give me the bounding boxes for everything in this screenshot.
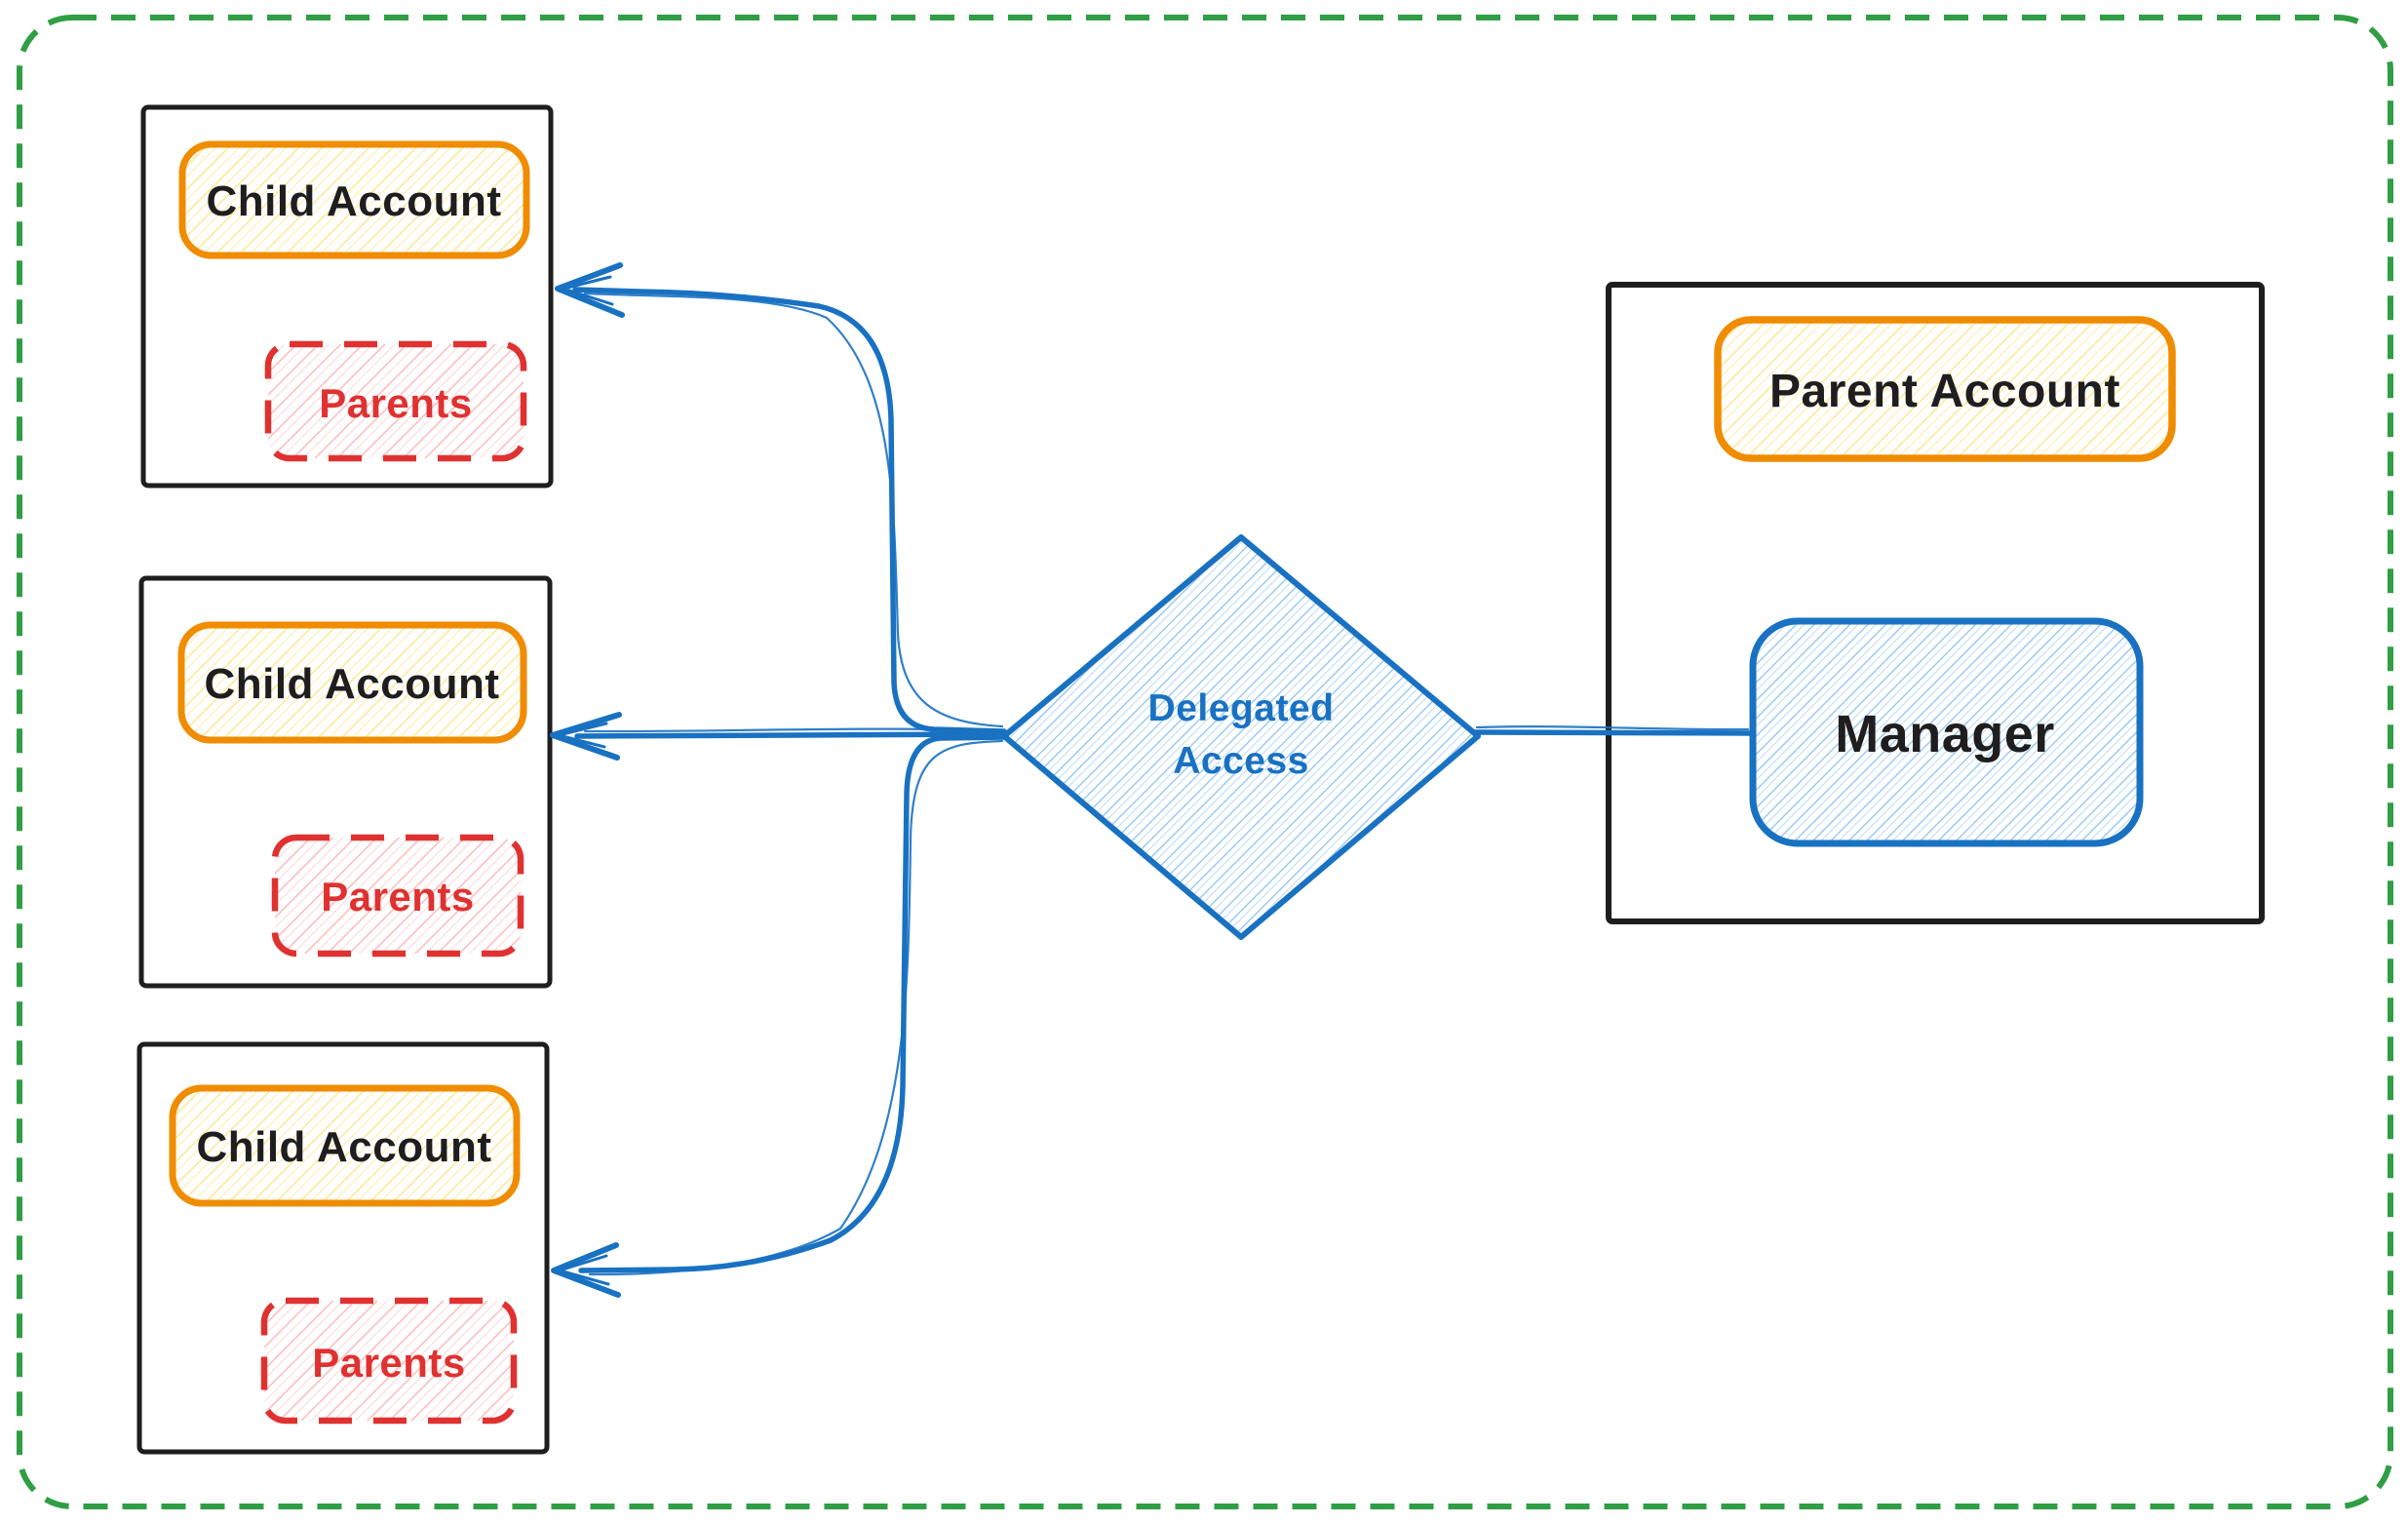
arrow-to-child-3 bbox=[578, 734, 1007, 1273]
parent-account-label: Parent Account bbox=[1769, 366, 2120, 417]
delegated-access-diamond bbox=[1001, 534, 1481, 940]
parent-account-group: Parent Account Manager bbox=[1606, 282, 2265, 924]
arrowhead-child-3-inner bbox=[558, 1254, 610, 1286]
canvas-border bbox=[17, 15, 2393, 1509]
arrowhead-child-3 bbox=[551, 1242, 621, 1298]
parents-box-3 bbox=[260, 1297, 518, 1425]
child-account-label-3: Child Account bbox=[196, 1123, 491, 1171]
arrowhead-child-1-inner bbox=[562, 275, 614, 306]
arrowhead-child-1 bbox=[555, 262, 625, 318]
parents-box-1 bbox=[264, 340, 527, 462]
arrow-to-child-1-sketch bbox=[583, 292, 1004, 728]
arrow-to-child-2 bbox=[574, 731, 1007, 739]
manager-to-diamond-link-sketch bbox=[1475, 725, 1750, 731]
child-account-label-2: Child Account bbox=[204, 660, 499, 708]
parents-box-2 bbox=[271, 834, 524, 957]
arrow-to-child-3-sketch bbox=[588, 739, 1004, 1276]
child-account-pill-1 bbox=[178, 140, 530, 259]
arrowhead-child-2-inner bbox=[557, 722, 608, 749]
delegated-access-label-line2: Access bbox=[1173, 740, 1309, 782]
parents-label-3: Parents bbox=[312, 1340, 466, 1386]
arrowhead-child-2 bbox=[550, 712, 622, 761]
child-account-pill-2 bbox=[177, 621, 527, 744]
parent-account-pill bbox=[1714, 316, 2176, 462]
manager-label: Manager bbox=[1835, 705, 2055, 763]
parents-label-1: Parents bbox=[319, 380, 473, 426]
child-account-group-1: Child Account Parents bbox=[140, 104, 554, 488]
child-account-group-2: Child Account Parents bbox=[138, 575, 553, 989]
manager-to-diamond-link bbox=[1472, 729, 1756, 736]
parents-label-2: Parents bbox=[321, 874, 475, 919]
child-account-label-1: Child Account bbox=[206, 177, 501, 225]
child-account-group-3: Child Account Parents bbox=[136, 1041, 550, 1455]
child-account-pill-3 bbox=[169, 1084, 521, 1207]
arrow-to-child-2-sketch bbox=[583, 727, 1004, 733]
delegated-access-label-line1: Delegated bbox=[1148, 687, 1335, 729]
arrow-to-child-1 bbox=[572, 287, 1007, 734]
delegated-access-group: Delegated Access bbox=[1001, 534, 1481, 940]
